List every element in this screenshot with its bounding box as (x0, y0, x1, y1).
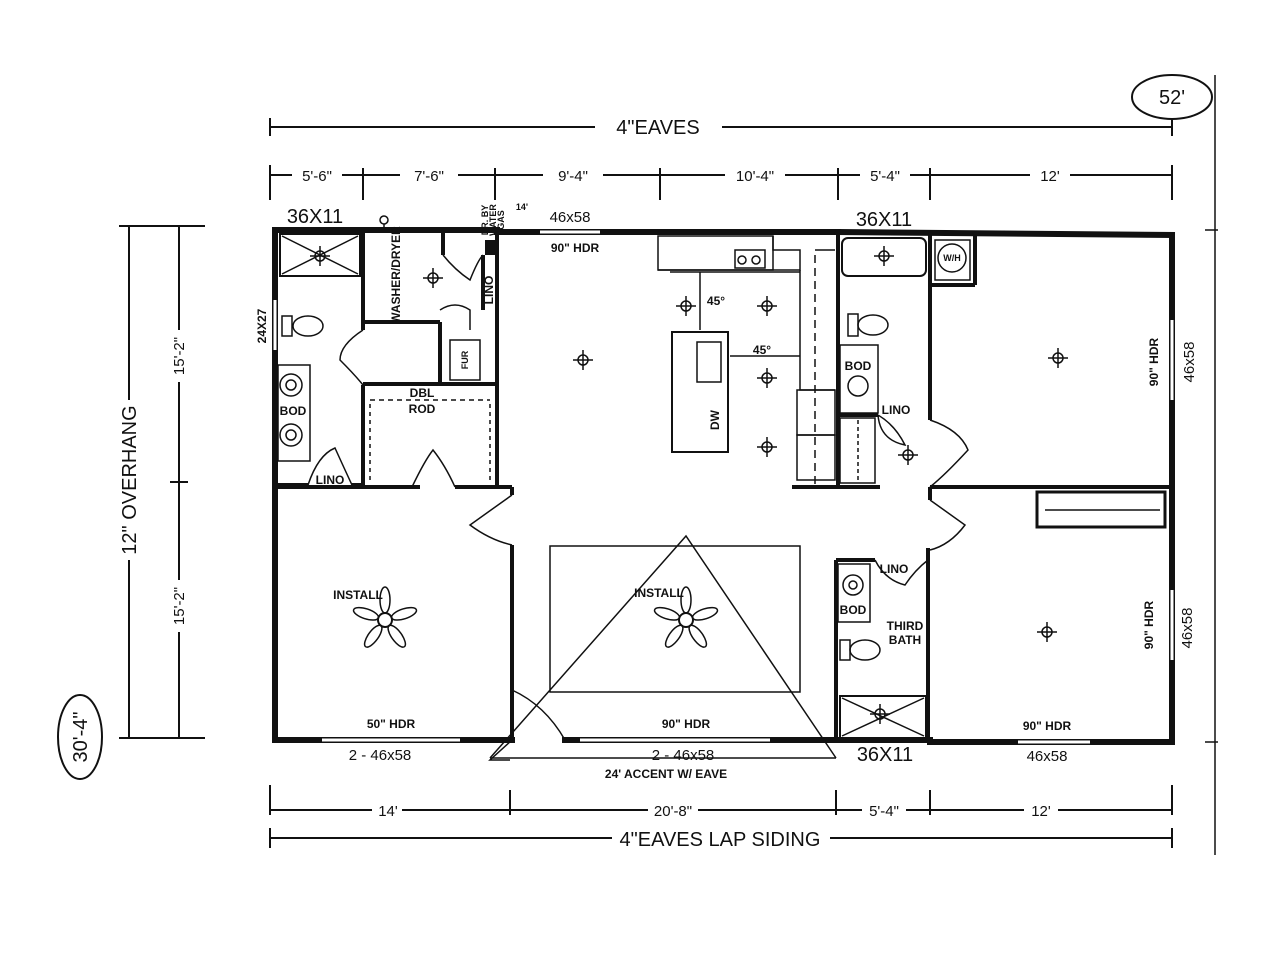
third-bath-label-1: THIRD (887, 619, 924, 633)
wall-light-icon (379, 215, 389, 228)
right-vanity (839, 344, 879, 414)
water-heater-label: W/H (943, 253, 961, 263)
water-heater (934, 239, 971, 281)
lino-utility-label: LINO (482, 276, 496, 305)
light-icon (898, 445, 918, 465)
light-icon (1037, 622, 1057, 642)
dbl-rod-label-1: DBL (410, 386, 435, 400)
kitchen-island (671, 331, 729, 453)
bottom-dim-2: 20'-8" (654, 803, 692, 820)
bod-left-label: BOD (280, 404, 307, 418)
install-center-label: INSTALL (634, 586, 684, 600)
utility-note-3: GAS (496, 210, 506, 230)
window-bed-left: 2 - 46x58 (349, 747, 412, 764)
overhang-label: 12" OVERHANG (119, 405, 141, 554)
bod-right-label: BOD (845, 359, 872, 373)
ceiling-lights (310, 215, 1068, 724)
washer-dryer-label: WASHER/DRYER (389, 226, 403, 324)
width-badge-label: 52' (1159, 87, 1185, 109)
top-dim-3: 9'-4" (558, 168, 588, 185)
room-labels: WASHER/DRYER LINO DR. BY WATER GAS 14' F… (280, 202, 961, 781)
light-icon (757, 368, 777, 388)
light-icon (310, 246, 330, 266)
left-shower (279, 233, 361, 277)
angle-label-2: 45° (753, 343, 771, 357)
left-dim-lower: 15'-2" (171, 587, 188, 625)
width-badge: 52' (1131, 74, 1213, 120)
ceiling-fan-icon (653, 586, 719, 648)
bottom-eaves-label: 4"EAVES LAP SIDING (620, 829, 821, 851)
left-toilet (292, 315, 324, 337)
left-vanity (277, 364, 311, 462)
window-top-bath-right: 36X11 (856, 209, 912, 231)
window-bottom-bath: 36X11 (857, 744, 913, 766)
utility-note-1: DR. BY (480, 205, 490, 236)
furnace-label: FUR (460, 350, 470, 369)
angle-label-1: 45° (707, 294, 725, 308)
top-dim-5: 5'-4" (870, 168, 900, 185)
light-icon (874, 246, 894, 266)
window-bed-right: 46x58 (1027, 748, 1068, 765)
window-kitchen: 46x58 (550, 209, 591, 226)
light-icon (870, 704, 890, 724)
lino-right-label: LINO (882, 403, 911, 417)
top-dim-4: 10'-4" (736, 168, 774, 185)
utility-dim: 14' (516, 202, 528, 212)
light-icon (757, 296, 777, 316)
lino-left-label: LINO (316, 473, 345, 487)
top-dimensions: 4"EAVES 5'-6" 7'-6" 9'-4" 10'-4" 5'-4" 1… (269, 117, 1173, 200)
light-icon (573, 350, 593, 370)
furnace (449, 339, 481, 381)
right-tub (841, 237, 927, 277)
third-bath-label-2: BATH (889, 633, 921, 647)
door-swings (307, 254, 969, 761)
window-right-lower: 46x58 (1179, 608, 1196, 649)
window-living: 2 - 46x58 (652, 747, 715, 764)
depth-badge-label: 30'-4" (70, 712, 92, 763)
top-eaves-label: 4"EAVES (616, 117, 699, 139)
header-living: 90" HDR (662, 717, 711, 731)
light-icon (676, 296, 696, 316)
depth-badge: 30'-4" (57, 694, 103, 780)
third-shower (839, 695, 927, 739)
left-dim-upper: 15'-2" (171, 337, 188, 375)
header-right-upper: 90" HDR (1147, 337, 1161, 386)
light-icon (1048, 348, 1068, 368)
top-dim-6: 12' (1040, 168, 1060, 185)
header-bed-right: 90" HDR (1023, 719, 1072, 733)
third-toilet (849, 639, 881, 661)
header-kitchen: 90" HDR (551, 241, 600, 255)
fixtures (277, 233, 971, 759)
utility-note-2: WATER (488, 204, 498, 236)
header-bed-left: 50" HDR (367, 717, 416, 731)
kitchen-counter (657, 235, 774, 271)
interior-walls (275, 232, 1172, 740)
dbl-rod-label-2: ROD (409, 402, 436, 416)
ceiling-accent (549, 545, 801, 693)
lino-third-label: LINO (880, 562, 909, 576)
light-icon (423, 268, 443, 288)
accent-eave-label: 24' ACCENT W/ EAVE (605, 767, 727, 781)
header-right-lower: 90" HDR (1142, 600, 1156, 649)
bottom-dim-3: 5'-4" (869, 803, 899, 820)
window-right-upper: 46x58 (1181, 342, 1198, 383)
window-top-bath-left: 36X11 (287, 206, 343, 228)
top-dim-1: 5'-6" (302, 168, 332, 185)
dishwasher-label: DW (708, 409, 722, 430)
light-icon (757, 437, 777, 457)
left-dimensions: 12" OVERHANG 15'-2" 15'-2" (119, 225, 205, 739)
bottom-dimensions: 14' 20'-8" 5'-4" 12' 4"EAVES LAP SIDING (269, 785, 1173, 851)
third-vanity (837, 563, 871, 623)
right-toilet (857, 314, 889, 336)
window-left-side: 24X27 (255, 308, 269, 343)
top-dim-2: 7'-6" (414, 168, 444, 185)
bottom-dim-4: 12' (1031, 803, 1051, 820)
ceiling-fan-icon (352, 586, 418, 648)
bod-third-label: BOD (840, 603, 867, 617)
bottom-dim-1: 14' (378, 803, 398, 820)
window-labels: 36X11 36X11 36X11 46x58 90" HDR 24X27 46… (255, 206, 1198, 766)
install-left-label: INSTALL (333, 588, 383, 602)
